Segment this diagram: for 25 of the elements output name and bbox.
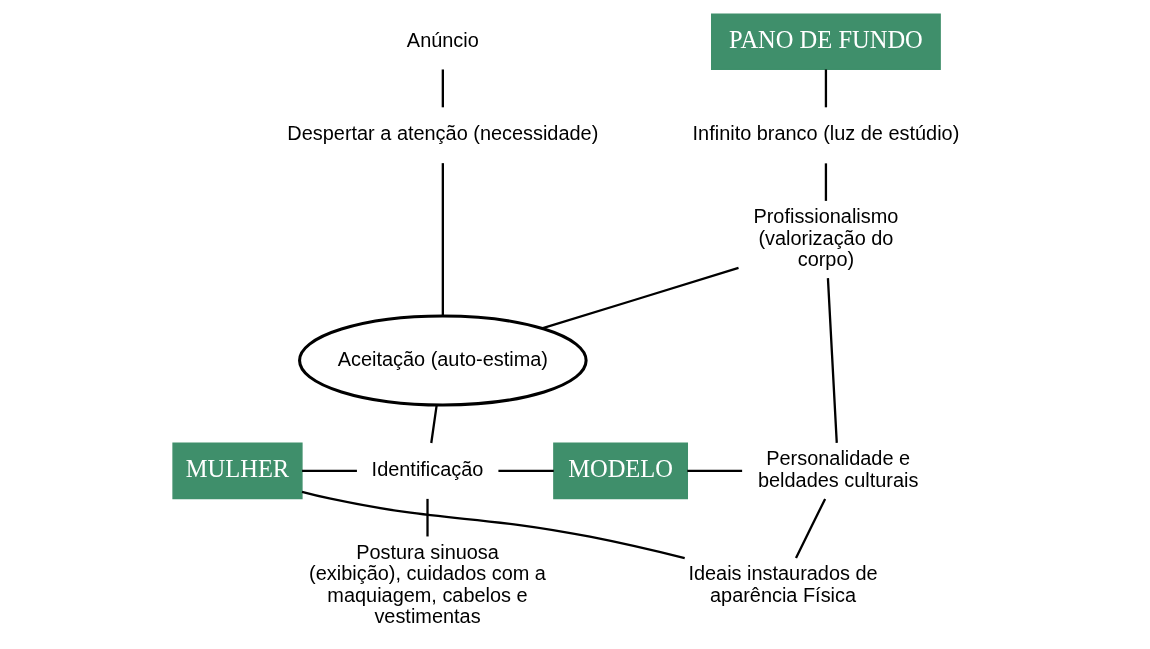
node-box: MODELO <box>553 442 688 500</box>
connector <box>441 69 444 108</box>
connector <box>498 469 554 472</box>
node-text: Despertar a atenção (necessidade) <box>287 122 599 145</box>
connector <box>301 490 685 560</box>
node-box: MULHER <box>172 442 303 500</box>
node-text: Identificação <box>371 458 484 481</box>
node-text: Ideais instaurados de aparência Física <box>688 562 878 606</box>
node-ellipse: Aceitação (auto-estima) <box>298 314 588 407</box>
node-text: Profissionalismo (valorização do corpo) <box>753 205 899 271</box>
connector <box>824 69 828 108</box>
node-box: PANO DE FUNDO <box>711 13 941 71</box>
connector <box>826 278 838 443</box>
node-text: Infinito branco (luz de estúdio) <box>692 122 960 145</box>
node-text: Postura sinuosa (exibição), cuidados com a maquiagem, cabelos e vestimentas <box>309 540 546 628</box>
connector <box>426 498 429 537</box>
connector <box>541 266 739 330</box>
connector <box>441 163 444 316</box>
node-text: Anúncio <box>406 28 479 51</box>
connector <box>302 469 357 472</box>
connector <box>824 163 828 201</box>
node-text: Personalidade e beldades culturais <box>757 447 919 491</box>
connector <box>687 469 743 472</box>
connector <box>430 404 438 444</box>
connector <box>794 498 827 559</box>
